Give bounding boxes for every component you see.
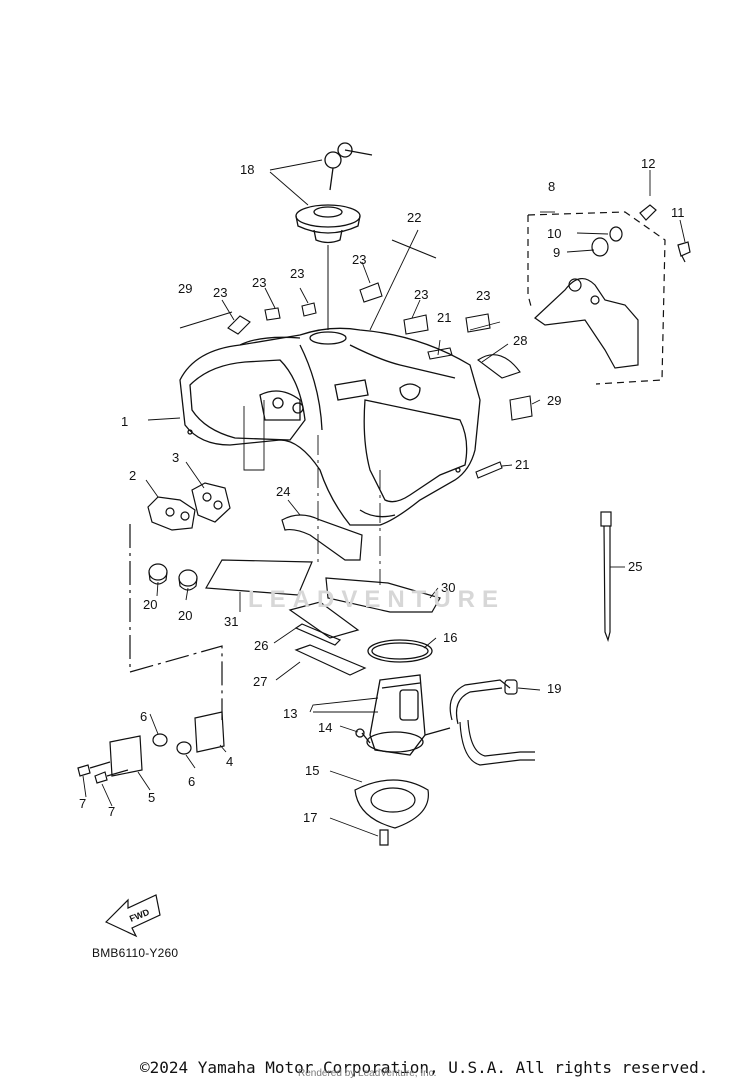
figure-code: BMB6110-Y260	[92, 946, 179, 960]
callout-21a: 21	[437, 310, 451, 325]
fwd-arrow-icon: FWD	[104, 894, 161, 938]
cable-tie	[600, 511, 612, 643]
callout-25: 25	[628, 559, 642, 574]
callout-15: 15	[305, 763, 319, 778]
callout-26: 26	[254, 638, 268, 653]
callout-23c: 23	[290, 266, 304, 281]
callout-11: 11	[671, 205, 685, 220]
callout-3: 3	[172, 450, 179, 465]
callout-2: 2	[129, 468, 136, 483]
callout-22: 22	[407, 210, 421, 225]
callout-12: 12	[641, 156, 655, 171]
callout-9: 9	[553, 245, 560, 260]
callout-20b: 20	[178, 608, 192, 623]
callout-23a: 23	[352, 252, 366, 267]
callout-29a: 29	[178, 281, 192, 296]
callout-1: 1	[121, 414, 128, 429]
callout-23d: 23	[213, 285, 227, 300]
callout-5: 5	[148, 790, 155, 805]
callout-31: 31	[224, 614, 238, 629]
callout-labels: 18 22 8 12 11 10 9 23 23 23 29 23 23 23 …	[79, 156, 685, 825]
small-pads	[179, 239, 533, 479]
callout-16: 16	[443, 630, 457, 645]
callout-6b: 6	[188, 774, 195, 789]
callout-27: 27	[253, 674, 267, 689]
callout-17: 17	[303, 810, 317, 825]
callout-7a: 7	[79, 796, 86, 811]
callout-28: 28	[513, 333, 527, 348]
callout-8: 8	[548, 179, 555, 194]
callout-7b: 7	[108, 804, 115, 819]
fuel-cap-assembly	[295, 142, 373, 330]
callout-14: 14	[318, 720, 332, 735]
watermark: LEADVENTURE	[248, 586, 506, 613]
bracket-assembly	[527, 204, 691, 385]
callout-13: 13	[283, 706, 297, 721]
tank-pads	[205, 514, 441, 676]
callout-24: 24	[276, 484, 290, 499]
callout-29b: 29	[547, 393, 561, 408]
callout-6a: 6	[140, 709, 147, 724]
callout-21b: 21	[515, 457, 529, 472]
key-icon	[324, 142, 373, 191]
callout-18: 18	[240, 162, 254, 177]
callout-19: 19	[547, 681, 561, 696]
callout-23b: 23	[252, 275, 266, 290]
pump-gasket	[354, 779, 429, 846]
leader-lines	[82, 159, 686, 837]
fuel-hose	[449, 679, 535, 766]
callout-23e: 23	[414, 287, 428, 302]
callout-4: 4	[226, 754, 233, 769]
callout-30: 30	[441, 580, 455, 595]
fuel-pump	[355, 639, 451, 756]
copyright-notice: ©2024 Yamaha Motor Corporation, U.S.A. A…	[140, 1058, 709, 1077]
mount-plates	[77, 711, 225, 784]
rendered-by-notice: Rendered by LeadVenture, Inc.	[298, 1068, 437, 1079]
fuel-tank	[179, 327, 481, 526]
callout-10: 10	[547, 226, 561, 241]
callout-20a: 20	[143, 597, 157, 612]
callout-23f: 23	[476, 288, 490, 303]
